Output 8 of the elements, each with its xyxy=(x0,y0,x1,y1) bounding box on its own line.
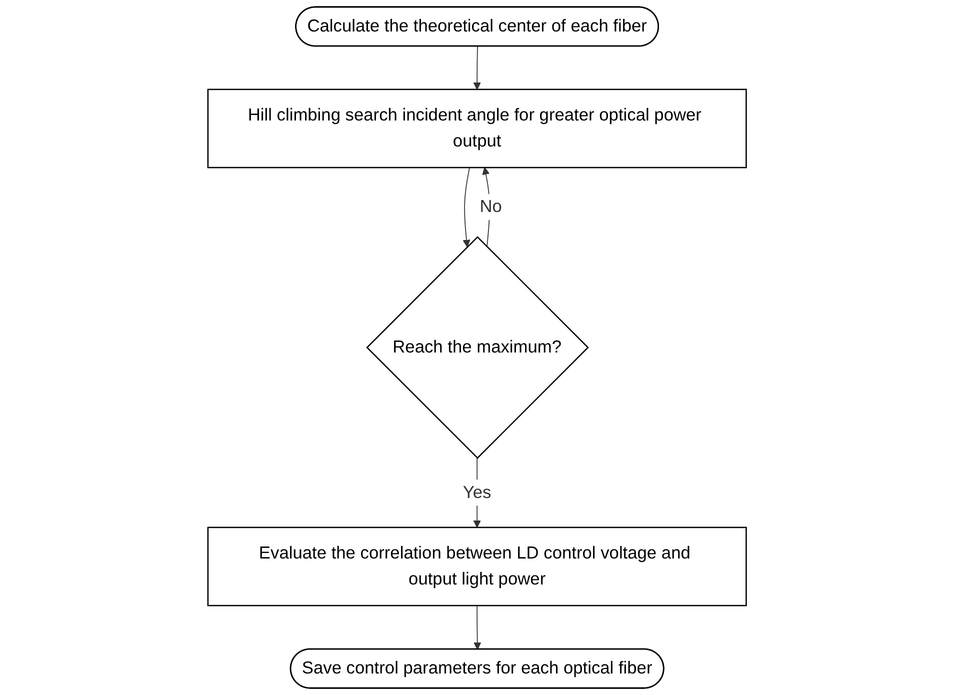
arrow xyxy=(462,167,470,248)
node-diamond: Reach the maximum? xyxy=(366,236,589,459)
node-box: Evaluate the correlation between LD control voltage and output light power xyxy=(207,526,747,606)
arrow xyxy=(473,46,481,90)
node-box: Hill climbing search incident angle for greater optical power output xyxy=(207,88,747,168)
edge-label: Yes xyxy=(462,483,492,502)
edge-label: No xyxy=(480,197,502,217)
arrow xyxy=(473,605,482,650)
